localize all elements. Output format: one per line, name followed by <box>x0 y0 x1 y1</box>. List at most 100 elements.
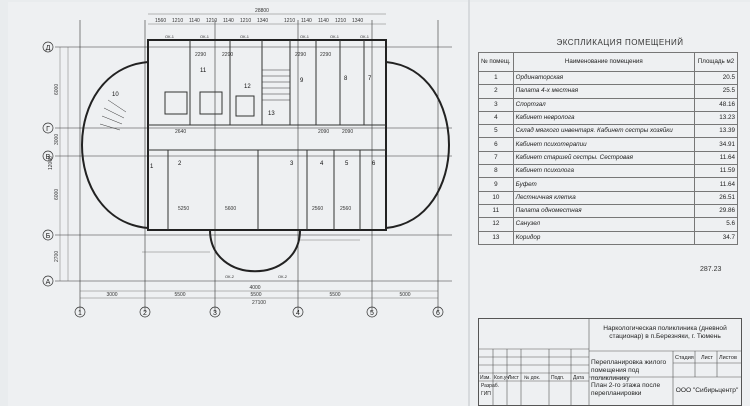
room-num: 3 <box>478 97 514 112</box>
room-num: 7 <box>478 150 514 166</box>
axis-letter-v: В <box>46 154 51 161</box>
axis-number-1: 1 <box>78 310 82 317</box>
dim-top: 1210 <box>240 18 251 24</box>
dim-inner: 2290 <box>320 52 331 58</box>
room-name: Ординаторская <box>512 70 696 86</box>
room-area: 11.59 <box>694 164 738 179</box>
axis-letter-a: А <box>46 279 51 286</box>
col-sheets: Листов <box>719 355 737 361</box>
company-name: ООО "Сибирьцентр" <box>675 387 739 394</box>
sheet-name: План 2-го этажа после перепланировки <box>591 382 661 397</box>
total-area: 287.23 <box>700 266 722 273</box>
dim-inner: 12000 <box>48 156 54 170</box>
dim-inner: 6000 <box>54 189 60 200</box>
room-label-6: 6 <box>372 161 376 167</box>
paper-fold <box>468 0 470 406</box>
window-tag: ОК-1 <box>165 34 175 39</box>
room-name: Палата одноместная <box>512 203 696 219</box>
dim-inner: 5250 <box>178 206 189 212</box>
room-area: 48.16 <box>694 97 738 112</box>
label-sign: Подп. <box>551 375 565 381</box>
room-area: 13.23 <box>694 110 738 126</box>
dim-inner: 2560 <box>340 206 351 212</box>
dim-bottom: 5000 <box>399 292 410 298</box>
room-name: Коридор <box>512 230 696 245</box>
room-num: 2 <box>478 84 514 99</box>
title-block-grid <box>479 319 741 405</box>
dim-top: 1140 <box>301 18 312 24</box>
room-num: 8 <box>478 164 514 179</box>
room-label-12: 12 <box>244 84 251 90</box>
dim-inner: 2290 <box>195 52 206 58</box>
room-area: 34.7 <box>694 230 738 245</box>
axis-letter-bubbles: Д Г В Б А <box>42 41 54 287</box>
room-label-1: 1 <box>150 164 154 170</box>
room-name: Склад мягкого инвентаря. Кабинет сестры … <box>512 124 696 139</box>
dim-inner: 6000 <box>54 84 60 95</box>
room-area: 20.5 <box>694 70 738 86</box>
room-name: Кабинет психолога <box>512 164 696 179</box>
room-name: Санузел <box>512 217 696 232</box>
dim-top: 1140 <box>223 18 234 24</box>
room-area: 11.64 <box>694 150 738 166</box>
label-list: Лист <box>508 375 519 381</box>
room-num: 6 <box>478 137 514 152</box>
dim-top: 1210 <box>172 18 183 24</box>
room-labels: 1 2 3 4 5 6 7 8 9 10 11 12 13 <box>112 68 376 170</box>
room-area: 25.5 <box>694 84 738 99</box>
organization-name: Наркологическая поликлиника (дневной ста… <box>603 325 727 340</box>
axis-number-3: 3 <box>213 310 217 317</box>
dim-inner: 3000 <box>54 134 60 145</box>
col-stage: Стадия <box>675 355 694 361</box>
room-num: 5 <box>478 124 514 139</box>
room-num: 10 <box>478 190 514 205</box>
dim-inner: 2090 <box>318 129 329 135</box>
dim-bottom-overall: 27100 <box>252 300 266 306</box>
room-area: 29.86 <box>694 203 738 219</box>
label-date: Дата <box>573 375 585 381</box>
project-name: Перепланировка жилого помещения под поли… <box>591 359 667 382</box>
room-num: 1 <box>478 70 514 86</box>
dim-bottom: 5500 <box>329 292 340 298</box>
header-area: Площадь м2 <box>694 52 738 72</box>
explication-table: № помещ. Наименование помещения Площадь … <box>478 52 738 245</box>
dim-inner: 5600 <box>225 206 236 212</box>
window-tag: ОК-1 <box>360 34 370 39</box>
axis-number-4: 4 <box>296 310 300 317</box>
dim-inner: 2290 <box>222 52 233 58</box>
room-num: 9 <box>478 177 514 192</box>
room-name: Палата 4-х местная <box>512 84 696 99</box>
dim-bottom: 5500 <box>174 292 185 298</box>
dim-inner: 2090 <box>342 129 353 135</box>
room-area: 5.6 <box>694 217 738 232</box>
dim-top: 1210 <box>284 18 295 24</box>
explication-title: ЭКСПЛИКАЦИЯ ПОМЕЩЕНИЙ <box>556 38 684 47</box>
axis-number-bubbles: 1 2 3 4 5 6 <box>74 306 444 318</box>
room-label-3: 3 <box>290 161 294 167</box>
dim-inner: 2700 <box>54 251 60 262</box>
axis-number-5: 5 <box>370 310 374 317</box>
dim-bottom-4000: 4000 <box>249 285 260 291</box>
header-num: № помещ. <box>478 52 514 72</box>
room-name: Спортзал <box>512 97 696 112</box>
label-doc: № док. <box>524 375 541 381</box>
room-area: 34.91 <box>694 137 738 152</box>
room-num: 4 <box>478 110 514 126</box>
room-name: Кабинет старшей сестры. Сестровая <box>512 150 696 166</box>
room-label-5: 5 <box>345 161 349 167</box>
room-area: 11.64 <box>694 177 738 192</box>
room-name: Кабинет психотерапии <box>512 137 696 152</box>
dim-top: 1340 <box>352 18 363 24</box>
window-tags: ОК-1 ОК-1 ОК-1 ОК-1 ОК-1 ОК-1 ОК-2 ОК-2 <box>165 34 370 279</box>
room-label-4: 4 <box>320 161 324 167</box>
room-label-10: 10 <box>112 92 119 98</box>
dim-top: 1210 <box>206 18 217 24</box>
